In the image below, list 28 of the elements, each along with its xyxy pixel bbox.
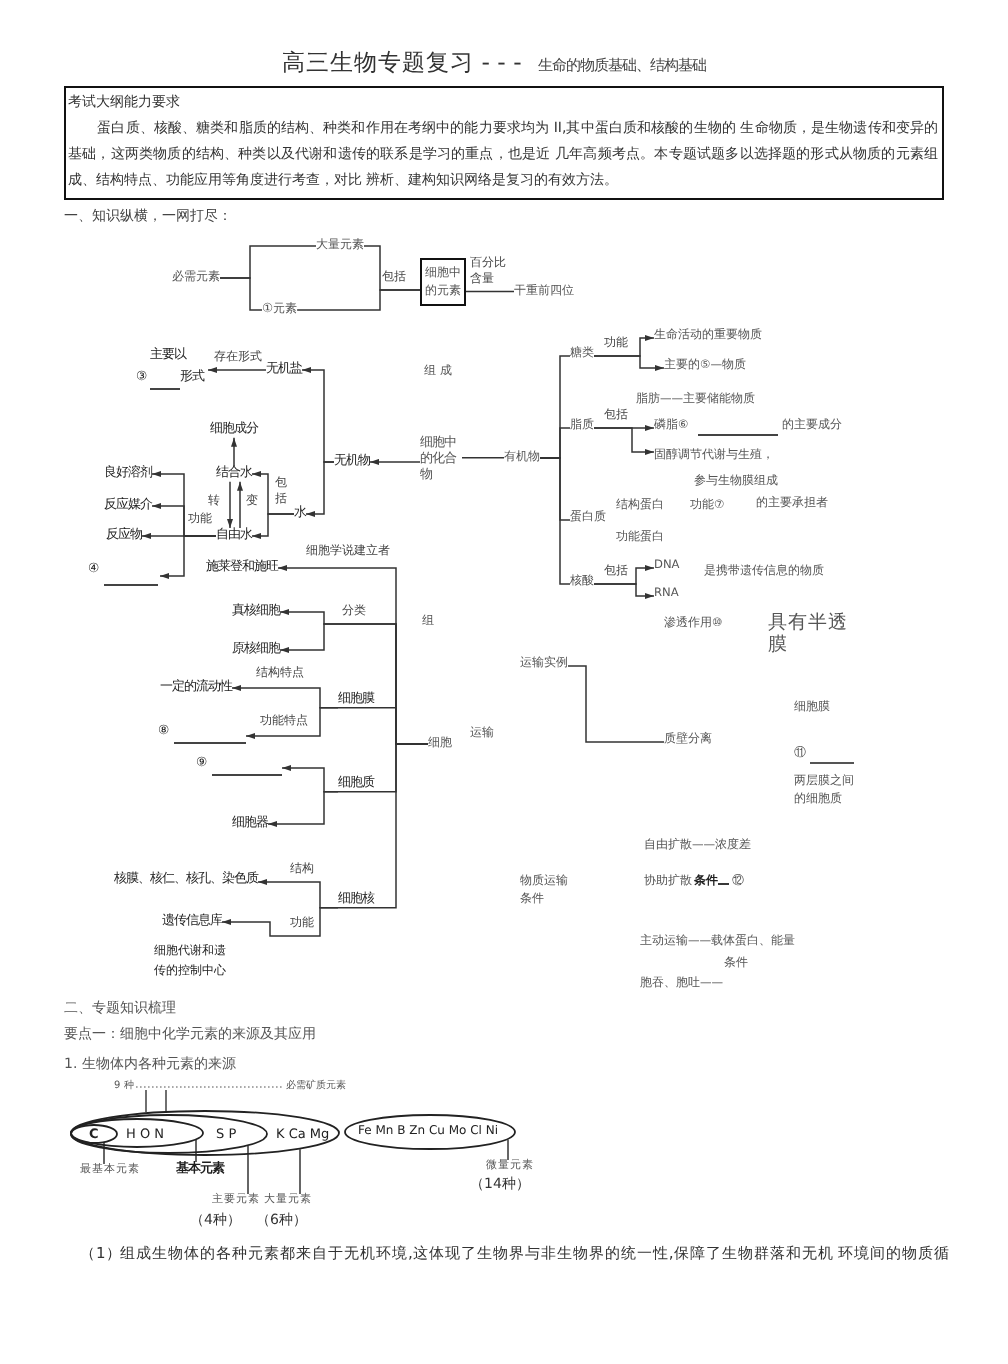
text-label: 具有半透膜 xyxy=(768,612,850,656)
bordered-box xyxy=(64,86,944,200)
arrow xyxy=(251,513,295,539)
arrow xyxy=(267,791,339,827)
arrow xyxy=(221,907,339,937)
page-title: 高三生物专题复习 - - - xyxy=(282,48,522,78)
connector-line xyxy=(567,665,665,743)
connector-line xyxy=(539,457,571,585)
leader-line xyxy=(195,1139,197,1163)
arrow xyxy=(593,583,655,599)
arrow xyxy=(159,535,217,579)
leader-line xyxy=(103,1141,105,1165)
leader-line xyxy=(247,1145,249,1195)
arrow xyxy=(593,427,655,455)
arrow xyxy=(369,458,421,465)
arrow xyxy=(227,481,233,529)
arrow xyxy=(237,481,243,529)
connector-line xyxy=(465,290,515,293)
arrow xyxy=(207,367,267,373)
arrow xyxy=(593,355,665,371)
arrow xyxy=(245,707,339,739)
arrow xyxy=(231,437,237,467)
leader-line xyxy=(507,1138,509,1161)
connector-line xyxy=(461,457,505,459)
arrow xyxy=(305,461,335,517)
leader-line xyxy=(299,1148,301,1195)
connector-line xyxy=(296,289,421,311)
connector-line xyxy=(219,277,263,311)
